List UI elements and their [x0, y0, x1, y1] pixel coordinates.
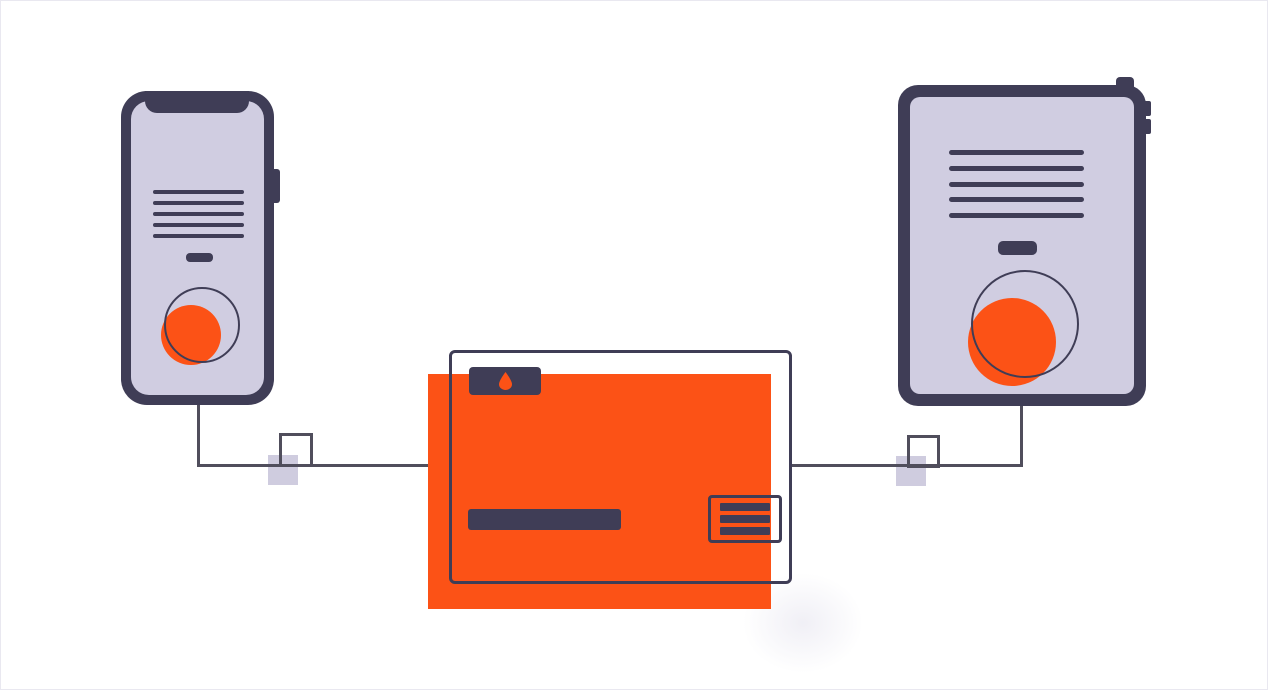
menu-list-icon	[708, 495, 782, 543]
circle-outline-icon	[971, 270, 1079, 378]
text-line	[153, 212, 244, 216]
smartphone-side-button	[273, 169, 280, 203]
text-line	[153, 201, 244, 205]
text-line	[153, 190, 244, 194]
menu-list-bar	[720, 527, 770, 535]
text-line	[153, 234, 244, 238]
smartphone-notch	[145, 91, 249, 113]
tablet	[898, 77, 1151, 406]
connector-vertical-left	[197, 404, 200, 467]
tablet-side-button	[1145, 101, 1151, 116]
connector-horizontal-left	[197, 464, 433, 467]
text-line	[153, 223, 244, 227]
node-square-outline-left	[279, 433, 313, 467]
node-square-outline-right	[907, 435, 940, 468]
text-line	[949, 182, 1084, 187]
connector-vertical-right	[1020, 405, 1023, 467]
menu-list-bar	[720, 515, 770, 523]
circle-outline-icon	[164, 287, 240, 363]
home-dash	[186, 253, 213, 262]
connector-horizontal-right	[790, 464, 1023, 467]
node-square-fill-right	[896, 456, 926, 486]
card-text-bar	[468, 509, 621, 530]
document-card-outline	[449, 350, 792, 584]
document-card	[428, 374, 771, 609]
node-square-fill-left	[268, 455, 298, 485]
text-line	[949, 150, 1084, 155]
drop-icon	[498, 372, 512, 390]
text-line	[949, 197, 1084, 202]
tablet-camera-tab	[1116, 77, 1134, 91]
smartphone	[121, 91, 280, 405]
tablet-side-button	[1145, 119, 1151, 134]
text-line	[949, 166, 1084, 171]
menu-list-bar	[720, 503, 770, 511]
home-dash	[998, 241, 1037, 255]
text-line	[949, 213, 1084, 218]
drop-badge	[469, 367, 541, 395]
